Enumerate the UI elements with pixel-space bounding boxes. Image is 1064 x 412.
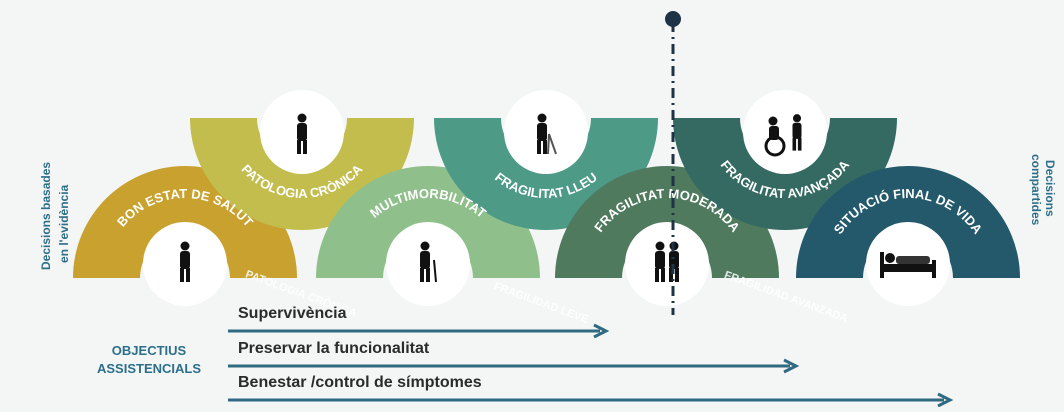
- standing-person-icon: [297, 113, 307, 154]
- timeline-marker-dot: [665, 11, 681, 27]
- side-label-right: Decisions compartides: [1024, 120, 1064, 280]
- side-label-left: Decisions basades en l'evidència: [14, 120, 74, 280]
- side-left-line2: en l'evidència: [57, 184, 71, 263]
- objective-arrow: [228, 392, 954, 408]
- objectives-title-line2: ASSISTENCIALS: [96, 361, 201, 376]
- side-right-line2: compartides: [1029, 154, 1043, 226]
- arrow-label-wellbeing: Benestar /control de símptomes: [238, 374, 482, 391]
- bed-icon: [880, 252, 936, 278]
- objectives-title: OBJECTIUS ASSISTENCIALS: [74, 342, 224, 378]
- ghost-label: FRAGILIDAD LEVE: [492, 281, 590, 326]
- icon-circle: [625, 222, 709, 306]
- arrow-label-survival: Supervivència: [238, 305, 347, 322]
- person-with-cane-icon: [420, 241, 437, 283]
- objective-arrow: [228, 358, 800, 374]
- walking-person-icon: [180, 241, 190, 282]
- person-with-walker-icon: [537, 113, 557, 155]
- objective-arrow: [228, 323, 610, 339]
- icon-circle: [743, 90, 827, 174]
- side-left-line1: Decisions basades: [39, 162, 53, 270]
- wheelchair-icon: [764, 114, 802, 157]
- side-right-line1: Decisions: [1043, 160, 1057, 217]
- objectives-title-line1: OBJECTIUS: [111, 343, 187, 358]
- arrow-label-functionality: Preservar la funcionalitat: [238, 340, 430, 357]
